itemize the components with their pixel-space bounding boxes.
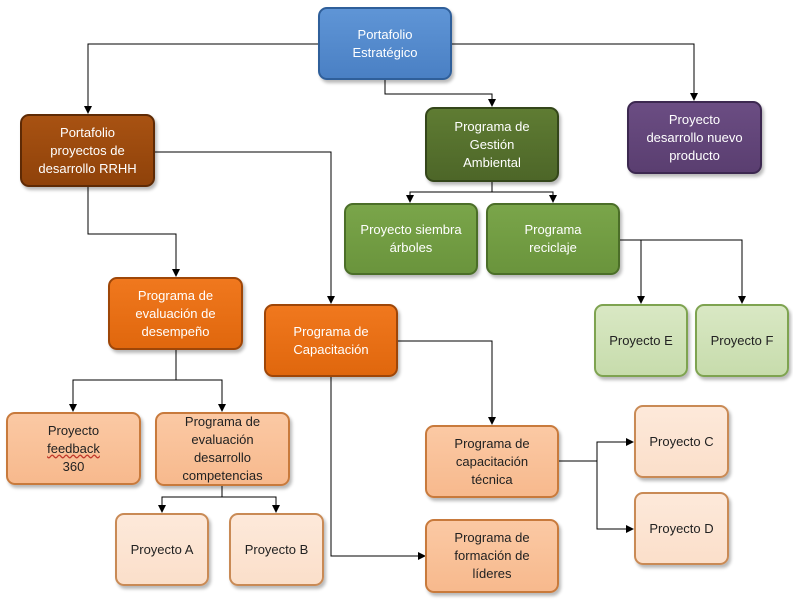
node-feedback-360[interactable]: Proyecto feedback 360 xyxy=(6,412,141,485)
connector-ambiental-siembra xyxy=(406,182,493,203)
connector-reciclaje-e xyxy=(620,239,645,304)
connector-reciclaje-f xyxy=(641,239,746,304)
node-label: líderes xyxy=(472,566,512,581)
node-label: formación de xyxy=(454,548,530,563)
connector-tecnica-c xyxy=(559,438,634,462)
node-label: competencias xyxy=(182,468,263,483)
node-label: Gestión xyxy=(469,136,515,152)
node-reciclaje[interactable]: Programa reciclaje xyxy=(486,203,620,275)
connector-capacitacion-lideres xyxy=(330,377,426,560)
node-label: Programa de xyxy=(454,118,530,134)
node-label: Portafolio xyxy=(60,124,115,140)
node-label: Ambiental xyxy=(463,154,521,170)
node-label: capacitación xyxy=(455,453,529,469)
connector-estrategico-rrhh xyxy=(84,43,318,114)
node-label: técnica xyxy=(471,471,513,487)
node-label: Portafolio xyxy=(357,26,413,42)
connector-rrhh-capacitacion xyxy=(154,151,335,304)
node-label: 360 xyxy=(62,458,85,474)
node-label: Proyecto B xyxy=(244,541,309,557)
node-proyecto-d[interactable]: Proyecto D xyxy=(634,492,729,565)
node-label: Programa xyxy=(524,222,582,237)
node-label: Proyecto E xyxy=(609,332,673,348)
node-nuevo-producto[interactable]: Proyecto desarrollo nuevo producto xyxy=(627,101,762,174)
node-label: reciclaje xyxy=(529,240,577,255)
connector-rrhh-desempeno xyxy=(87,187,180,277)
node-label: desempeño xyxy=(141,323,210,339)
node-label: feedback xyxy=(47,440,100,456)
connector-desempeno-feedback xyxy=(69,350,177,412)
connector-estrategico-ambiental xyxy=(384,80,496,107)
node-label: Proyecto D xyxy=(649,520,714,536)
node-label: evaluación de xyxy=(135,305,216,321)
node-portafolio-rrhh[interactable]: Portafolio proyectos de desarrollo RRHH xyxy=(20,114,155,187)
node-label: desarrollo xyxy=(193,450,252,465)
node-label: Proyecto F xyxy=(710,332,774,348)
connector-estrategico-producto xyxy=(452,43,698,101)
node-proyecto-b[interactable]: Proyecto B xyxy=(229,513,324,586)
node-proyecto-c[interactable]: Proyecto C xyxy=(634,405,729,478)
node-label: Proyecto siembra xyxy=(360,222,462,237)
node-proyecto-f[interactable]: Proyecto F xyxy=(695,304,789,377)
node-label: Programa de xyxy=(184,414,261,429)
connector-ambiental-reciclaje xyxy=(492,191,557,203)
connector-competencias-a xyxy=(158,486,223,513)
node-label: desarrollo RRHH xyxy=(38,160,137,176)
node-label: desarrollo nuevo xyxy=(646,129,743,145)
node-label: Programa de xyxy=(137,287,214,303)
node-capacitacion[interactable]: Programa de Capacitación xyxy=(264,304,398,377)
node-label: árboles xyxy=(389,240,433,255)
connector-competencias-b xyxy=(222,496,280,513)
node-capacitacion-tecnica[interactable]: Programa de capacitación técnica xyxy=(425,425,559,498)
node-label: Proyecto C xyxy=(649,433,714,449)
node-label: Programa de xyxy=(293,323,369,339)
node-label: Proyecto xyxy=(668,111,721,127)
connector-capacitacion-tecnica xyxy=(398,340,496,425)
node-label: Proyecto xyxy=(47,422,100,438)
node-proyecto-e[interactable]: Proyecto E xyxy=(594,304,688,377)
node-evaluacion-desempeno[interactable]: Programa de evaluación de desempeño xyxy=(108,277,243,350)
node-siembra-arboles[interactable]: Proyecto siembra árboles xyxy=(344,203,478,275)
node-proyecto-a[interactable]: Proyecto A xyxy=(115,513,209,586)
node-label: proyectos de xyxy=(50,142,125,158)
node-label: Estratégico xyxy=(352,44,418,60)
connector-tecnica-d xyxy=(596,461,634,533)
node-label: producto xyxy=(669,147,720,163)
node-label: Programa de xyxy=(454,435,530,451)
node-evaluacion-competencias[interactable]: Programa de evaluación desarrollo competenc… xyxy=(155,412,290,486)
node-label: evaluación xyxy=(191,432,254,447)
connector-desempeno-competencias xyxy=(176,379,226,412)
node-formacion-lideres[interactable]: Programa de formación de líderes xyxy=(425,519,559,593)
node-label: Programa de xyxy=(454,530,530,545)
node-label: Capacitación xyxy=(293,341,369,357)
node-label: Proyecto A xyxy=(130,541,194,557)
